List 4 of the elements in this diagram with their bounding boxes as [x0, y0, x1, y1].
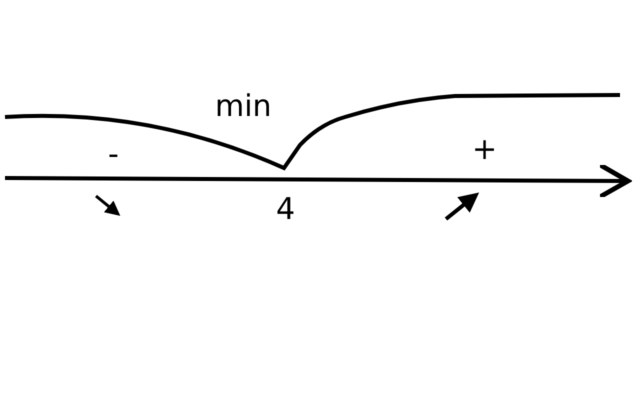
sign-label: -	[108, 140, 119, 170]
sign-label: +	[472, 135, 498, 165]
tick-label: 4	[276, 195, 296, 225]
minimum-label: min	[215, 92, 272, 122]
